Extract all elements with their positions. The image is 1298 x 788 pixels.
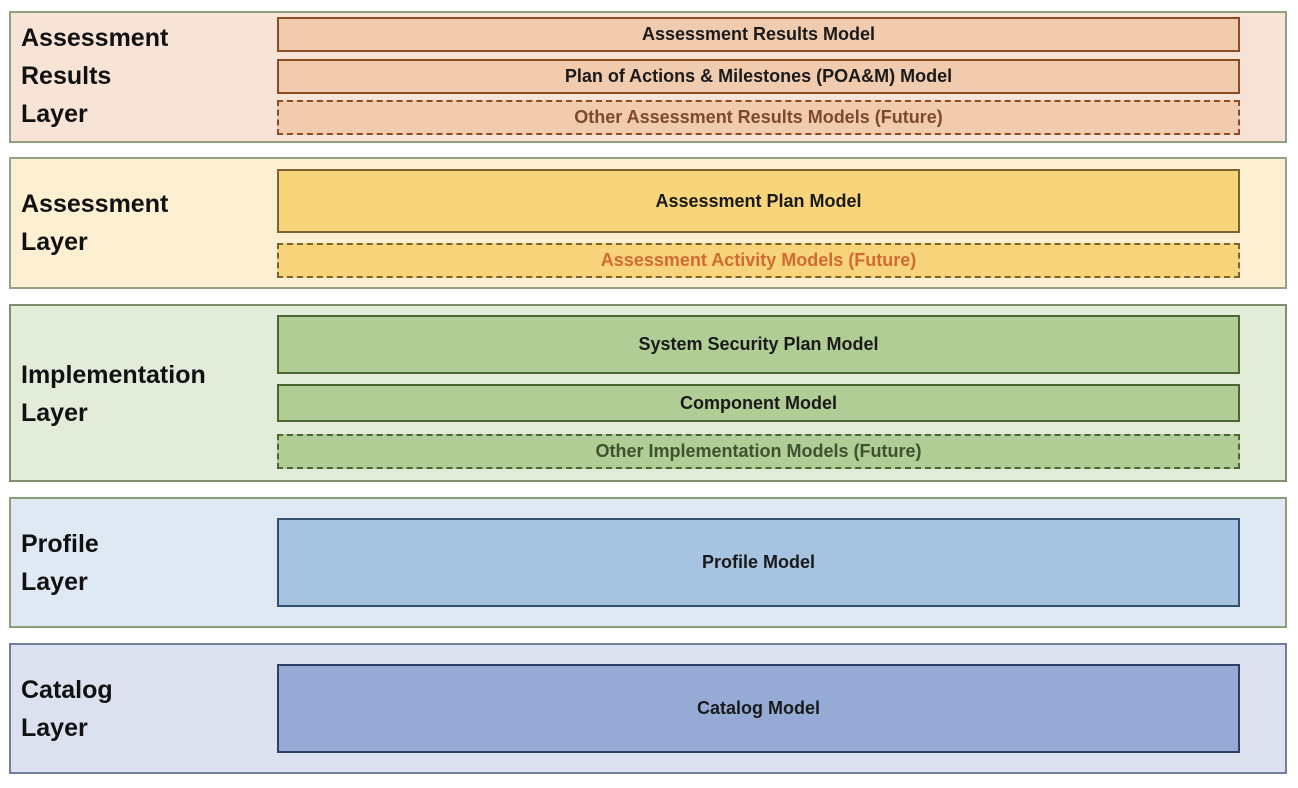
layer-label-line: Assessment: [21, 24, 169, 52]
other-implementation-models: Other Implementation Models (Future): [277, 434, 1240, 469]
layer-label-line: Layer: [21, 228, 88, 256]
assessment-layer: Assessment Layer Assessment Plan Model A…: [9, 157, 1287, 289]
assessment-activity-models: Assessment Activity Models (Future): [277, 243, 1240, 278]
model-label: Other Assessment Results Models (Future): [574, 107, 943, 127]
layer-label-line: Layer: [21, 568, 88, 596]
poam-model: Plan of Actions & Milestones (POA&M) Mod…: [277, 59, 1240, 94]
model-label: Other Implementation Models (Future): [595, 441, 922, 461]
layer-label: Profile Layer: [21, 525, 99, 601]
layer-label-line: Catalog: [21, 676, 113, 704]
model-label: System Security Plan Model: [638, 334, 879, 354]
layer-label-line: Assessment: [21, 190, 169, 218]
assessment-plan-model: Assessment Plan Model: [277, 169, 1240, 233]
model-label: Assessment Activity Models (Future): [600, 250, 917, 270]
layer-label-line: Profile: [21, 530, 99, 558]
model-label: Profile Model: [701, 552, 815, 572]
model-label: Assessment Results Model: [641, 24, 876, 44]
model-label: Catalog Model: [696, 698, 820, 718]
system-security-plan-model: System Security Plan Model: [277, 315, 1240, 374]
layer-label: Implementation Layer: [21, 356, 206, 432]
layer-label-line: Results: [21, 62, 112, 90]
profile-layer: Profile Layer Profile Model: [9, 497, 1287, 628]
layer-label: Assessment Layer: [21, 185, 168, 261]
component-model: Component Model: [277, 384, 1240, 422]
catalog-layer: Catalog Layer Catalog Model: [9, 643, 1287, 774]
layer-label-line: Layer: [21, 399, 88, 427]
assessment-results-model: Assessment Results Model: [277, 17, 1240, 52]
layer-label: Catalog Layer: [21, 671, 113, 747]
layer-label: Assessment Results Layer: [21, 19, 168, 133]
catalog-model: Catalog Model: [277, 664, 1240, 753]
implementation-layer: Implementation Layer System Security Pla…: [9, 304, 1287, 482]
model-label: Plan of Actions & Milestones (POA&M) Mod…: [564, 66, 953, 86]
model-label: Component Model: [680, 392, 837, 413]
layer-label-line: Layer: [21, 100, 88, 128]
assessment-results-layer: Assessment Results Layer Assessment Resu…: [9, 11, 1287, 143]
profile-model: Profile Model: [277, 518, 1240, 607]
other-assessment-results-models: Other Assessment Results Models (Future): [277, 100, 1240, 135]
model-label: Assessment Plan Model: [655, 190, 862, 211]
layer-label-line: Layer: [21, 714, 88, 742]
layer-label-line: Implementation: [21, 361, 206, 389]
